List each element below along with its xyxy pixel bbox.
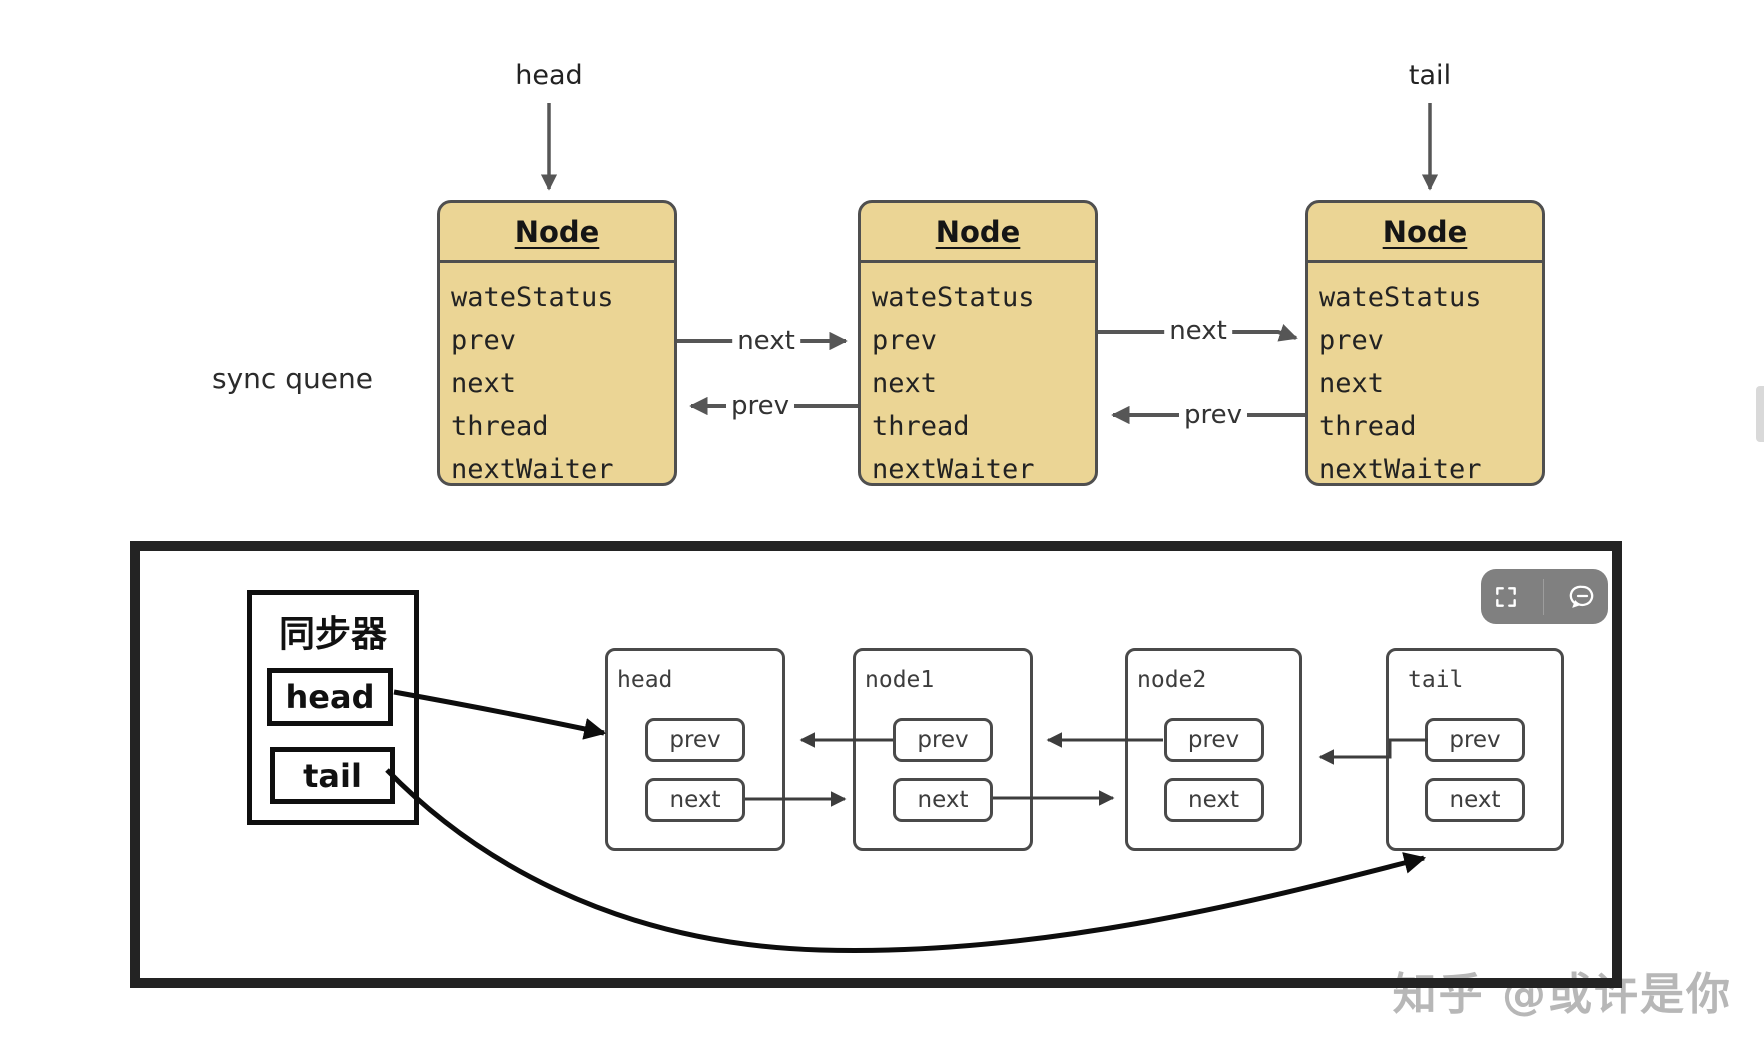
- node-name: node1: [865, 667, 935, 693]
- watermark: 知乎 @或许是你: [1392, 969, 1732, 1020]
- sync-head-slot: head: [267, 668, 393, 726]
- edge-label-prev-2: prev: [1178, 400, 1248, 430]
- synchronizer-title: 同步器: [278, 614, 387, 655]
- edge-label-prev-1: prev: [725, 391, 795, 421]
- prev-slot: prev: [1163, 718, 1264, 762]
- bottom-node-tail: tail prev next: [1386, 648, 1564, 851]
- uml-node-3: Node wateStatus prev next thread nextWai…: [1305, 200, 1545, 486]
- field-watestatus: wateStatus: [872, 282, 1035, 313]
- field-thread: thread: [451, 411, 549, 442]
- prev-slot: prev: [1425, 718, 1525, 762]
- field-prev: prev: [451, 325, 517, 356]
- uml-node-fields: wateStatus prev next thread nextWaiter: [861, 263, 1095, 491]
- prev-slot: prev: [893, 718, 993, 762]
- next-slot: next: [1425, 778, 1525, 822]
- field-nextwaiter: nextWaiter: [1319, 454, 1482, 485]
- uml-node-2: Node wateStatus prev next thread nextWai…: [858, 200, 1098, 486]
- uml-node-title: Node: [440, 203, 674, 263]
- field-thread: thread: [1319, 411, 1417, 442]
- scrollbar-thumb[interactable]: [1756, 386, 1764, 442]
- uml-node-1: Node wateStatus prev next thread nextWai…: [437, 200, 677, 486]
- edge-label-next-1: next: [732, 326, 800, 356]
- field-watestatus: wateStatus: [1319, 282, 1482, 313]
- comment-icon[interactable]: [1569, 583, 1596, 610]
- next-slot: next: [645, 778, 745, 822]
- field-next: next: [1319, 368, 1385, 399]
- bottom-node-node2: node2 prev next: [1125, 648, 1302, 851]
- bottom-node-node1: node1 prev next: [853, 648, 1033, 851]
- bottom-node-head: head prev next: [605, 648, 785, 851]
- uml-node-fields: wateStatus prev next thread nextWaiter: [1308, 263, 1542, 491]
- field-next: next: [451, 368, 517, 399]
- next-slot: next: [893, 778, 993, 822]
- field-nextwaiter: nextWaiter: [872, 454, 1035, 485]
- toolbar-divider: [1543, 578, 1545, 615]
- prev-slot: prev: [645, 718, 745, 762]
- head-pointer-label: head: [515, 60, 583, 91]
- image-toolbar: [1481, 569, 1608, 624]
- node-name: head: [617, 667, 673, 693]
- node-name: tail: [1408, 667, 1464, 693]
- sync-queue-label: sync quene: [212, 362, 373, 395]
- field-thread: thread: [872, 411, 970, 442]
- image-frame: [130, 541, 1622, 988]
- expand-icon[interactable]: [1493, 584, 1519, 610]
- uml-node-title: Node: [1308, 203, 1542, 263]
- field-prev: prev: [1319, 325, 1385, 356]
- uml-node-title: Node: [861, 203, 1095, 263]
- edge-label-next-2: next: [1164, 316, 1232, 346]
- tail-pointer-label: tail: [1408, 60, 1452, 91]
- sync-tail-slot: tail: [270, 747, 395, 804]
- uml-node-fields: wateStatus prev next thread nextWaiter: [440, 263, 674, 491]
- field-watestatus: wateStatus: [451, 282, 614, 313]
- node-name: node2: [1137, 667, 1207, 693]
- field-prev: prev: [872, 325, 938, 356]
- field-nextwaiter: nextWaiter: [451, 454, 614, 485]
- field-next: next: [872, 368, 938, 399]
- next-slot: next: [1163, 778, 1264, 822]
